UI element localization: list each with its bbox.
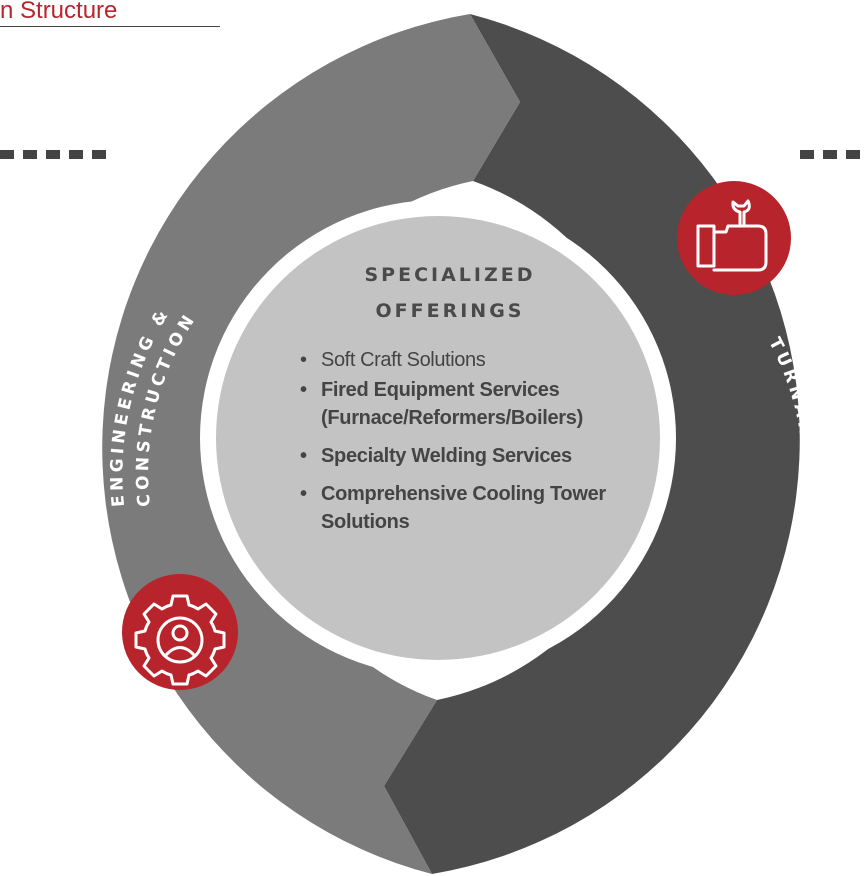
list-item-text: Soft Craft Solutions — [321, 349, 486, 371]
page-title: n Structure — [0, 0, 220, 27]
list-item: •Soft Craft Solutions — [300, 349, 486, 371]
list-item-text: Comprehensive Cooling Tower Solutions — [321, 483, 606, 533]
hand-wrench-icon — [677, 181, 791, 295]
center-title-line2: OFFERINGS — [375, 300, 525, 322]
center-circle — [216, 216, 660, 660]
list-item: •Specialty Welding Services — [300, 445, 572, 467]
list-item-text: Specialty Welding Services — [321, 445, 572, 467]
left-dashed-connector — [0, 150, 106, 159]
center-title: SPECIALIZED OFFERINGS — [300, 257, 600, 329]
center-title-line1: SPECIALIZED — [364, 264, 536, 286]
right-dashed-connector — [800, 150, 860, 159]
gear-person-icon — [122, 574, 238, 690]
offerings-list: •Soft Craft Solutions •Fired Equipment S… — [300, 346, 672, 546]
list-item: •Comprehensive Cooling Tower Solutions — [300, 483, 606, 533]
list-item-text: Fired Equipment Services (Furnace/Reform… — [321, 379, 583, 429]
list-item: •Fired Equipment Services (Furnace/Refor… — [300, 379, 583, 429]
